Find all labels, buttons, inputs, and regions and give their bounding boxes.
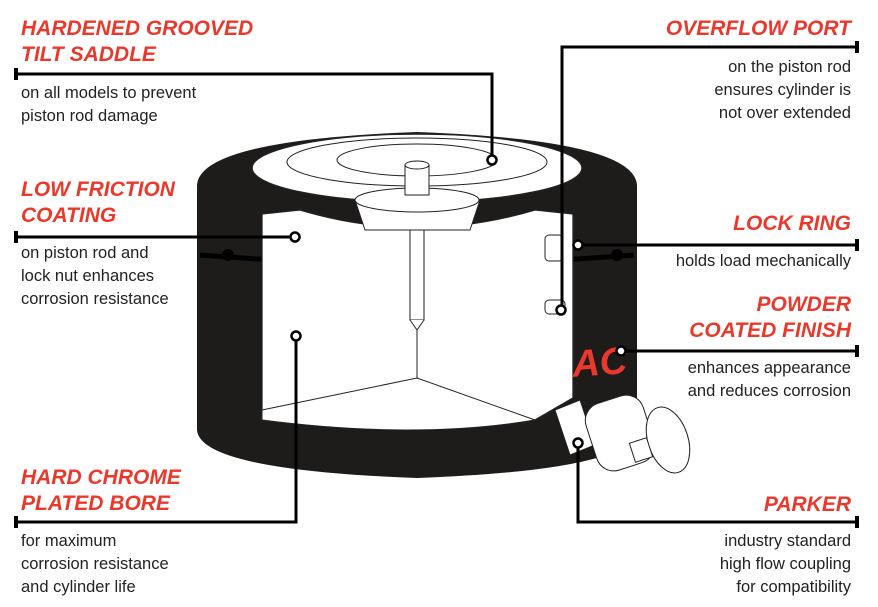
callout-text-tilt-saddle: on all models to prevent piston rod dama… xyxy=(21,84,197,125)
callout-title-tilt-saddle: HARDENED GROOVED TILT SADDLE xyxy=(21,17,254,66)
callout-text-overflow-port: on the piston rod ensures cylinder is no… xyxy=(714,58,851,122)
callout-title-lock-ring: LOCK RING xyxy=(733,212,851,235)
callout-text-parker: industry standard high flow coupling for… xyxy=(719,532,851,596)
callout-text-lock-ring: holds load mechanically xyxy=(675,252,851,270)
parker-coupling xyxy=(554,394,691,474)
callout-title-overflow-port: OVERFLOW PORT xyxy=(665,17,851,40)
callout-text-powder-coated: enhances appearance and reduces corrosio… xyxy=(687,359,851,400)
callout-title-parker: PARKER xyxy=(763,493,851,516)
callout-title-powder-coated: POWDER COATED FINISH xyxy=(689,293,851,342)
callout-text-low-friction: on piston rod and lock nut enhances corr… xyxy=(21,244,169,308)
leader-lines xyxy=(15,45,858,524)
callout-title-low-friction: LOW FRICTION COATING xyxy=(21,178,175,227)
callout-text-hard-chrome: for maximum corrosion resistance and cyl… xyxy=(21,532,169,596)
callout-dots xyxy=(289,154,627,449)
callout-title-hard-chrome: HARD CHROME PLATED BORE xyxy=(21,466,181,515)
